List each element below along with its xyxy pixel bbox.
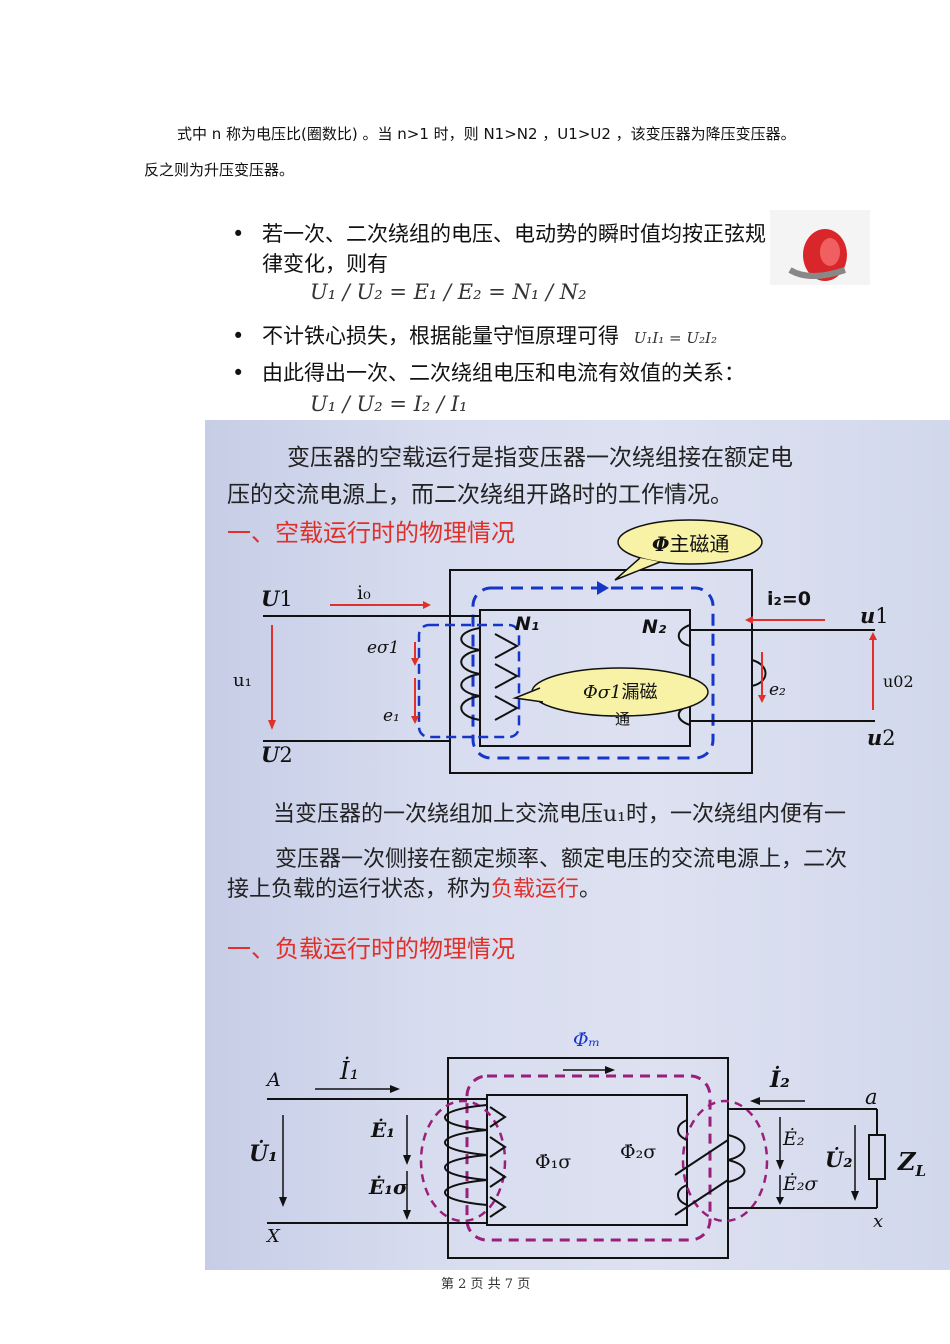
bullet-dot: • [232, 222, 245, 246]
label-I2: İ₂ [770, 1067, 790, 1093]
U1-arrow-head-icon [279, 1197, 287, 1207]
leakage-flux-callout-tail-icon [512, 687, 544, 703]
main-flux-callout [617, 519, 763, 565]
bullet-block: • 若一次、二次绕组的电压、电动势的瞬时值均按正弦规 律变化，则有 U₁ / U₂… [0, 0, 950, 420]
E1s-arrow-head-icon [403, 1210, 411, 1220]
formula-3: U₁ / U₂ = I₂ / I₁ [310, 392, 468, 416]
i2-arrow-head-icon [745, 616, 753, 624]
no-load-intro-line-2: 压的交流电源上，而二次绕组开路时的工作情况。 [227, 482, 733, 508]
i0-arrow-head-icon [423, 601, 431, 609]
load-panel: 变压器一次侧接在额定频率、额定电压的交流电源上，二次 接上负载的运行状态，称为负… [205, 825, 950, 1270]
label-E1: Ė₁ [371, 1118, 396, 1142]
label-ZL: ZL [898, 1147, 927, 1180]
no-load-panel: 变压器的空载运行是指变压器一次绕组接在额定电 压的交流电源上，而二次绕组开路时的… [205, 420, 950, 825]
bullet-3: • 由此得出一次、二次绕组电压和电流有效值的关系： [232, 357, 745, 387]
secondary-winding-outer [727, 1134, 746, 1183]
label-e2: e₂ [769, 680, 786, 700]
bullet-2: • 不计铁心损失，根据能量守恒原理可得 U₁I₁ = U₂I₂ [232, 320, 717, 350]
label-E2s: Ė₂σ [783, 1173, 818, 1195]
bullet-dot: • [232, 324, 245, 348]
label-eo1: eσ1 [367, 638, 400, 658]
label-U1: U1 [261, 586, 293, 611]
label-U1: U̇₁ [249, 1141, 278, 1167]
bullet-1-line-2: 律变化，则有 [262, 252, 388, 276]
label-u1-left: u₁ [233, 670, 252, 691]
secondary-winding-cross [674, 1139, 729, 1216]
no-load-bottom-text: 当变压器的一次绕组加上交流电压u₁时，一次绕组内便有一 [273, 802, 846, 825]
bullet-1: • 若一次、二次绕组的电压、电动势的瞬时值均按正弦规 [232, 218, 766, 248]
no-load-heading: 一、空载运行时的物理情况 [227, 519, 515, 547]
paragraph-line-2: 反之则为升压变压器。 [144, 161, 295, 179]
core-outer [449, 569, 753, 774]
label-E1s: Ė₁σ [369, 1175, 408, 1199]
main-flux-arrow-icon [597, 581, 609, 595]
label-i2: i₂=0 [767, 588, 811, 610]
label-phi1s: Φ̇₁σ [535, 1151, 572, 1173]
label-e1: e₁ [383, 706, 400, 726]
primary-leakage-flux [419, 1099, 507, 1223]
E2s-arrow-head-icon [776, 1197, 784, 1205]
main-flux-path [471, 586, 715, 760]
label-E2: Ė₂ [783, 1128, 805, 1150]
load-impedance [868, 1134, 886, 1180]
bullet-3-text: 由此得出一次、二次绕组电压和电流有效值的关系： [262, 361, 745, 385]
label-X: X [267, 1226, 280, 1247]
U2-arrow-head-icon [851, 1191, 859, 1201]
bullet-dot: • [232, 361, 245, 385]
core-outer [447, 1057, 729, 1259]
u02-arrow-head-icon [869, 632, 877, 640]
leakage-flux-label: Φσ1漏磁 [583, 682, 658, 703]
formula-2: U₁I₁ = U₂I₂ [633, 329, 717, 347]
load-intro-line-1: 变压器一次侧接在额定频率、额定电压的交流电源上，二次 [275, 847, 848, 872]
label-i0: i₀ [357, 582, 371, 604]
load-transformer-diagram [267, 1057, 886, 1259]
primary-winding [460, 627, 481, 721]
core-inner [486, 1094, 688, 1226]
E1-arrow-head-icon [403, 1155, 411, 1165]
load-intro-line-2: 接上负载的运行状态，称为负载运行。 [227, 877, 602, 902]
main-flux-callout-tail-icon [614, 557, 661, 581]
main-flux-label: Φ主磁通 [652, 532, 730, 556]
secondary-winding-inner [677, 1119, 688, 1206]
bullet-1-line-1: 若一次、二次绕组的电压、电动势的瞬时值均按正弦规 [262, 222, 766, 246]
leakage-flux-path [417, 623, 521, 739]
label-U2: U2 [261, 742, 293, 767]
label-I1: İ₁ [340, 1057, 360, 1085]
paragraph-line-1: 式中 n 称为电压比(圈数比) 。当 n>1 时，则 N1>N2 ，U1>U2 … [177, 125, 796, 143]
e2-arrow-head-icon [758, 695, 766, 703]
label-phim: Φ̇ₘ [573, 1029, 601, 1051]
label-U2: U̇₂ [825, 1147, 853, 1172]
label-A: A [267, 1069, 281, 1091]
secondary-leakage-flux [681, 1099, 769, 1223]
label-N2: N₂ [642, 616, 667, 638]
leakage-flux-label-2: 通 [615, 710, 631, 728]
label-u2-right: u2 [867, 725, 896, 750]
no-load-transformer-diagram [263, 519, 877, 774]
load-heading: 一、负载运行时的物理情况 [227, 935, 515, 963]
I1-arrow-head-icon [390, 1085, 400, 1093]
no-load-intro-line-1: 变压器的空载运行是指变压器一次绕组接在额定电 [287, 445, 793, 471]
bullet-2-text: 不计铁心损失，根据能量守恒原理可得 [262, 324, 619, 348]
u1-voltage-arrow-head-icon [268, 720, 276, 730]
formula-1: U₁ / U₂ = E₁ / E₂ = N₁ / N₂ [310, 280, 587, 304]
label-u02: u02 [883, 672, 914, 691]
secondary-winding-outer [751, 659, 767, 687]
label-x: x [873, 1211, 884, 1232]
main-flux-arrow-head-icon [605, 1066, 615, 1074]
label-phi2s: Φ̇₂σ [620, 1141, 657, 1163]
decorative-figure-icon [770, 210, 870, 285]
primary-winding-front [489, 1106, 507, 1218]
primary-winding [444, 1104, 488, 1206]
eo1-arrow-head-icon [411, 658, 419, 666]
label-a: a [865, 1085, 878, 1109]
label-N1: N₁ [515, 613, 540, 635]
primary-winding-front [494, 633, 520, 721]
I2-arrow-head-icon [750, 1097, 760, 1105]
label-u1-right: u1 [860, 603, 889, 628]
page-footer: 第 2 页 共 7 页 [441, 1277, 531, 1292]
E2-arrow-head-icon [776, 1160, 784, 1170]
main-flux-path [465, 1074, 712, 1242]
e1-arrow-head-icon [411, 716, 419, 724]
